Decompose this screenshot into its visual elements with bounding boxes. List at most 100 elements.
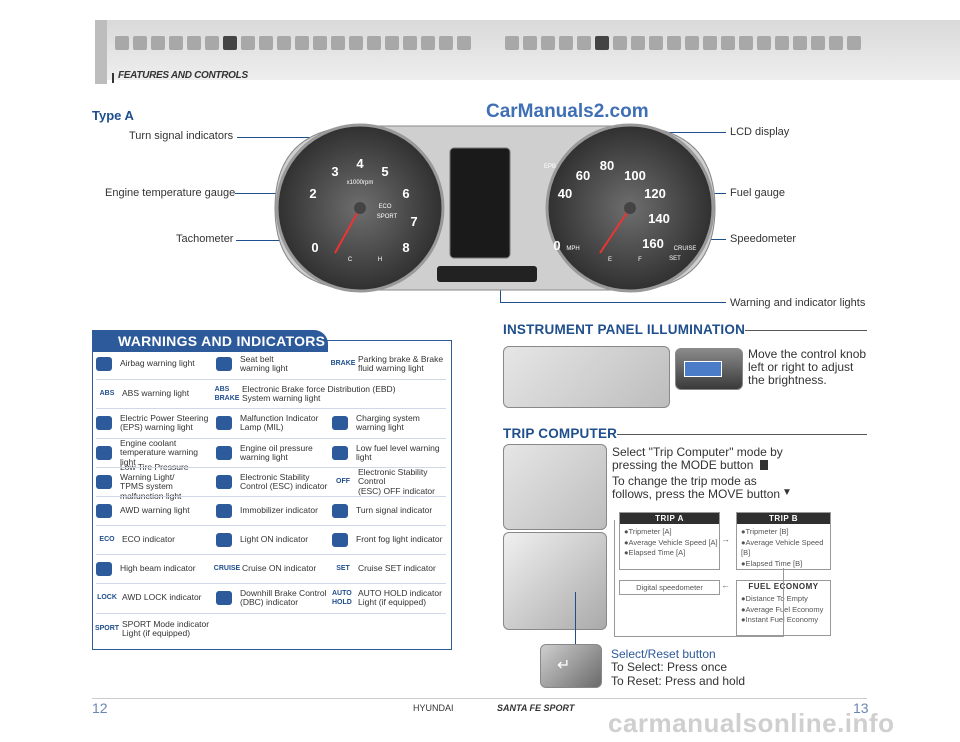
warning-label: Malfunction Indicator Lamp (MIL) (240, 412, 319, 432)
callout-turn-signal: Turn signal indicators (129, 130, 234, 142)
rpm-label: x1000rpm (347, 180, 374, 186)
trip-text-1a: Select "Trip Computer" mode by (612, 445, 783, 459)
cruise-label: CRUISE (674, 246, 697, 252)
turn-signal-icon (332, 504, 348, 518)
warning-label: AUTO HOLD indicator Light (if equipped) (358, 587, 442, 607)
fuel-row: ●Average Fuel Economy (741, 604, 824, 614)
warning-item: Low Tire Pressure Warning Light/ TPMS sy… (96, 462, 214, 500)
awd-icon (96, 504, 112, 518)
trip-b-row: ●Elapsed Time [B] (741, 558, 803, 568)
engine-check-icon (216, 416, 232, 430)
cycle-line (614, 520, 619, 636)
trip-a-box: TRIP A ●Tripmeter [A] ●Average Vehicle S… (619, 512, 720, 570)
warning-row-divider (96, 379, 446, 380)
trip-b-row: ●Average Vehicle Speed [B] (741, 537, 824, 558)
knob-photo (675, 348, 743, 390)
trip-title: TRIP COMPUTER (503, 426, 618, 441)
warning-item: Seat belt warning light (216, 350, 330, 378)
warning-item: Low fuel level warning light (332, 439, 450, 467)
header-edge (95, 20, 107, 84)
warning-label: Engine oil pressure warning light (240, 442, 313, 462)
sport-label: SPORT (377, 214, 398, 220)
battery-icon (332, 416, 348, 430)
warning-label: Electronic Stability Control (ESC) indic… (240, 471, 328, 491)
trip-a-row: ●Average Vehicle Speed [A] (624, 537, 718, 547)
warnings-title: WARNINGS AND INDICATORS (92, 330, 328, 352)
mode-button-icon (760, 460, 768, 470)
warning-label: Front fog light indicator (356, 534, 443, 545)
warning-item: Electronic Stability Control (ESC) indic… (216, 468, 330, 496)
warning-item: AWD warning light (96, 497, 214, 525)
tach-num: 5 (381, 164, 388, 179)
oil-can-icon (216, 446, 232, 460)
speed-num: 140 (648, 211, 670, 226)
warning-label: Airbag warning light (120, 358, 195, 369)
fuel-row: ●Instant Fuel Economy (741, 615, 819, 624)
warning-item: Immobilizer indicator (216, 497, 330, 525)
coolant-icon (96, 446, 112, 460)
warning-label: SPORT Mode indicator Light (if equipped) (122, 618, 210, 638)
light-on-icon (216, 533, 232, 547)
warning-item: Downhill Brake Control (DBC) indicator (216, 584, 330, 612)
tach-num: 8 (402, 240, 409, 255)
fuel-pump-icon (332, 446, 348, 460)
esc-icon (216, 475, 232, 489)
reset-line: To Reset: Press and hold (611, 674, 746, 688)
warning-label: Cruise SET indicator (358, 563, 436, 574)
set-label: SET (669, 256, 681, 262)
warning-item: Malfunction Indicator Lamp (MIL) (216, 409, 330, 437)
callout-line (500, 280, 501, 302)
warning-label: Electronic Brake force Distribution (EBD… (242, 383, 396, 403)
warning-label: High beam indicator (120, 563, 196, 574)
eco-icon: ECO (99, 536, 115, 544)
warning-label: Low fuel level warning light (356, 442, 440, 462)
speed-num: 0 (553, 238, 560, 253)
section-title: FEATURES AND CONTROLS (118, 70, 248, 81)
trip-text-1b: pressing the MODE button (612, 458, 754, 472)
abs-icon: ABS (99, 390, 115, 398)
gauge-c: C (348, 257, 353, 263)
warning-item: Front fog light indicator (332, 526, 450, 554)
trip-b-title: TRIP B (737, 513, 830, 524)
speed-num: 100 (624, 168, 646, 183)
trip-a-row: ●Elapsed Time [A] (624, 548, 686, 557)
warning-item: Turn signal indicator (332, 497, 450, 525)
cycle-line (783, 568, 784, 636)
arrow-right-icon: → (721, 534, 730, 544)
ebd-icon: ABS BRAKE (214, 385, 240, 403)
warning-item: Electric Power Steering (EPS) warning li… (96, 409, 214, 437)
warning-item: Charging system warning light (332, 409, 450, 437)
trip-a-row: ●Tripmeter [A] (624, 527, 672, 536)
warning-row-divider (96, 408, 446, 409)
move-button-icon: ▼ (782, 487, 792, 498)
warning-item: Light ON indicator (216, 526, 330, 554)
warning-label: Immobilizer indicator (240, 505, 318, 516)
mph-label: MPH (566, 246, 579, 252)
high-beam-icon (96, 562, 112, 576)
trip-b-box: TRIP B ●Tripmeter [B] ●Average Vehicle S… (736, 512, 831, 570)
warning-item: ECO ECO indicator (96, 526, 214, 554)
footer-rule (92, 698, 867, 699)
trip-a-title: TRIP A (620, 513, 719, 524)
watermark-bottom: carmanualsonline.info (608, 708, 895, 738)
tach-num: 2 (309, 186, 316, 201)
warning-label: ECO indicator (122, 534, 175, 545)
warning-label: Downhill Brake Control (DBC) indicator (240, 587, 327, 607)
esc-off-icon: OFF (336, 478, 350, 486)
warning-label: Engine coolant temperature warning light (120, 437, 198, 467)
brightness-knob-icon (684, 361, 722, 377)
cruise-icon: CRUISE (213, 565, 241, 573)
footer-model: SANTA FE SPORT (497, 703, 575, 713)
warning-row-divider (96, 496, 446, 497)
type-label: Type A (92, 108, 134, 123)
enter-icon: ↵ (557, 657, 571, 674)
eps-icon (96, 416, 112, 430)
speed-num: 120 (644, 186, 666, 201)
warning-label: AWD LOCK indicator (122, 592, 202, 603)
trip-rule (617, 434, 867, 435)
